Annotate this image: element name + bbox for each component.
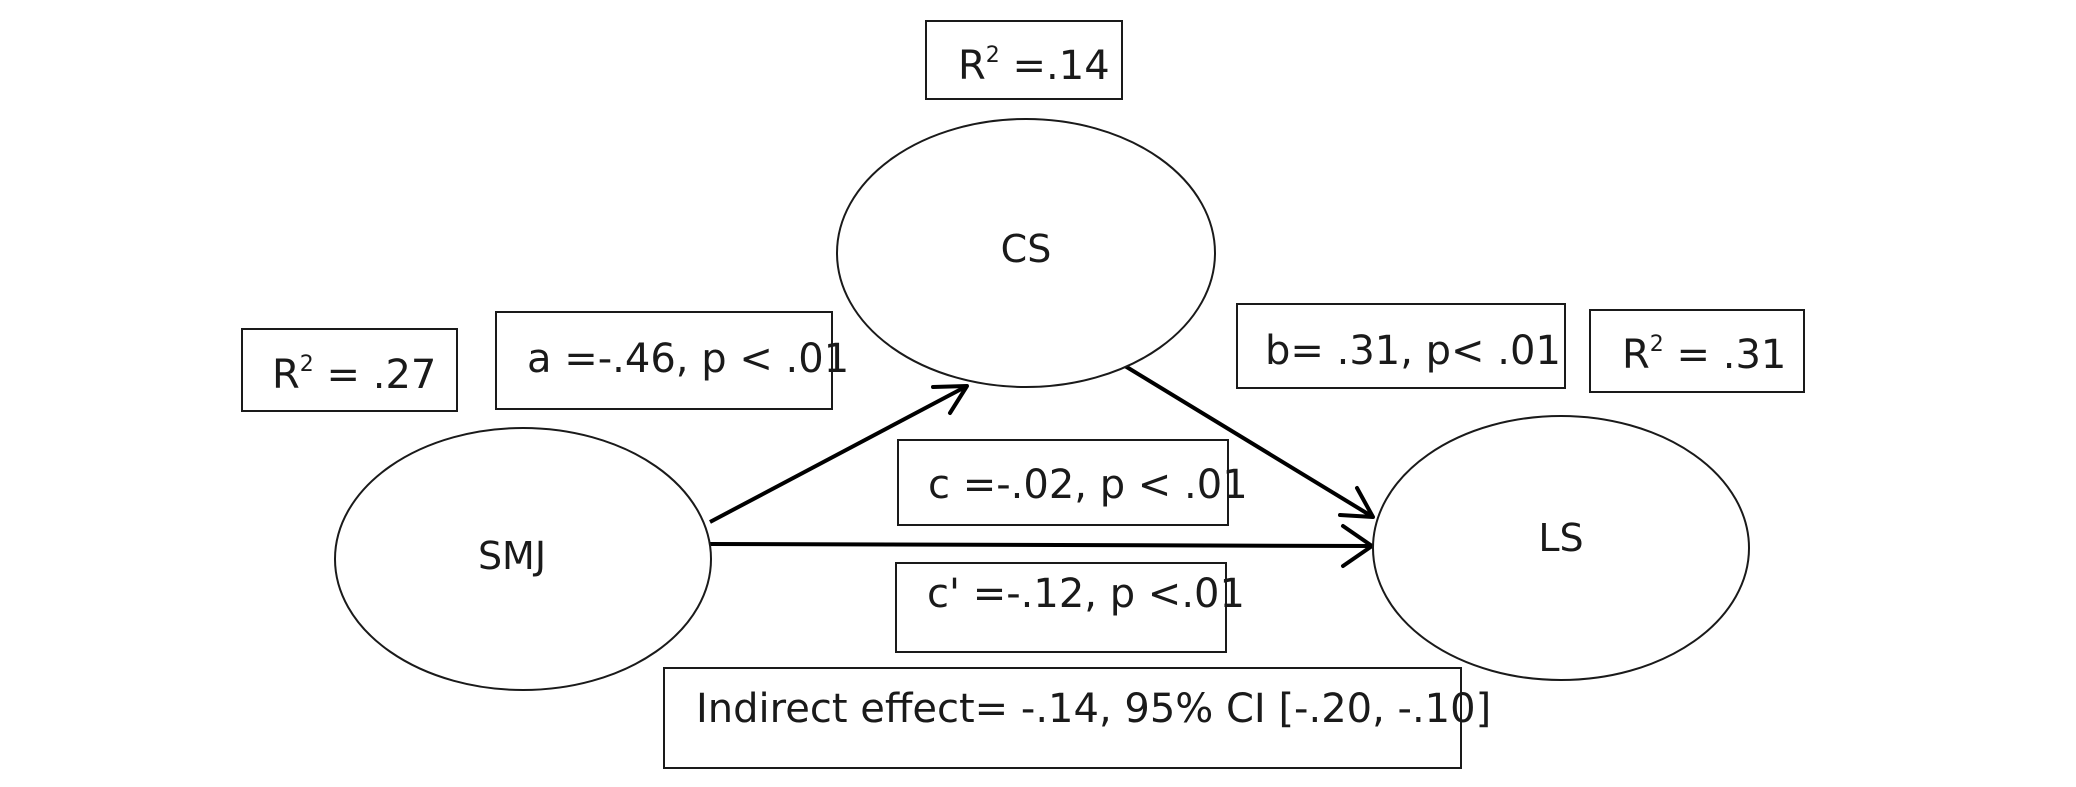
path-c-box: c =-.02, p < .01 (897, 439, 1248, 526)
arrow-cs-to-ls (1123, 364, 1375, 519)
r2-box-ls: R2 = .31 (1589, 309, 1805, 393)
r2-ls-label: R2 = .31 (1622, 332, 1786, 378)
path-b-label: b= .31, p< .01 (1265, 328, 1561, 374)
r2-smj-label: R2 = .27 (272, 352, 436, 398)
node-cs-label: CS (1001, 227, 1052, 271)
node-smj: SMJ (334, 427, 712, 691)
path-c-label: c =-.02, p < .01 (928, 462, 1248, 508)
path-c-prime-box: c' =-.12, p <.01 (895, 562, 1245, 653)
r2-box-cs: R2 =.14 (925, 20, 1123, 100)
node-ls-label: LS (1538, 516, 1583, 560)
indirect-effect-label: Indirect effect= -.14, 95% CI [-.20, -.1… (696, 686, 1491, 732)
node-smj-label: SMJ (478, 534, 546, 578)
arrow-smj-to-cs (709, 384, 969, 524)
path-b-box: b= .31, p< .01 (1236, 303, 1566, 389)
path-c-prime-label: c' =-.12, p <.01 (927, 571, 1245, 617)
node-cs: CS (836, 118, 1216, 388)
indirect-effect-box: Indirect effect= -.14, 95% CI [-.20, -.1… (663, 667, 1491, 769)
path-a-box: a =-.46, p < .01 (495, 311, 849, 410)
r2-cs-label: R2 =.14 (958, 43, 1110, 89)
path-a-label: a =-.46, p < .01 (527, 336, 849, 382)
r2-box-smj: R2 = .27 (241, 328, 458, 412)
arrow-smj-to-ls (709, 524, 1374, 568)
node-ls: LS (1372, 415, 1750, 681)
